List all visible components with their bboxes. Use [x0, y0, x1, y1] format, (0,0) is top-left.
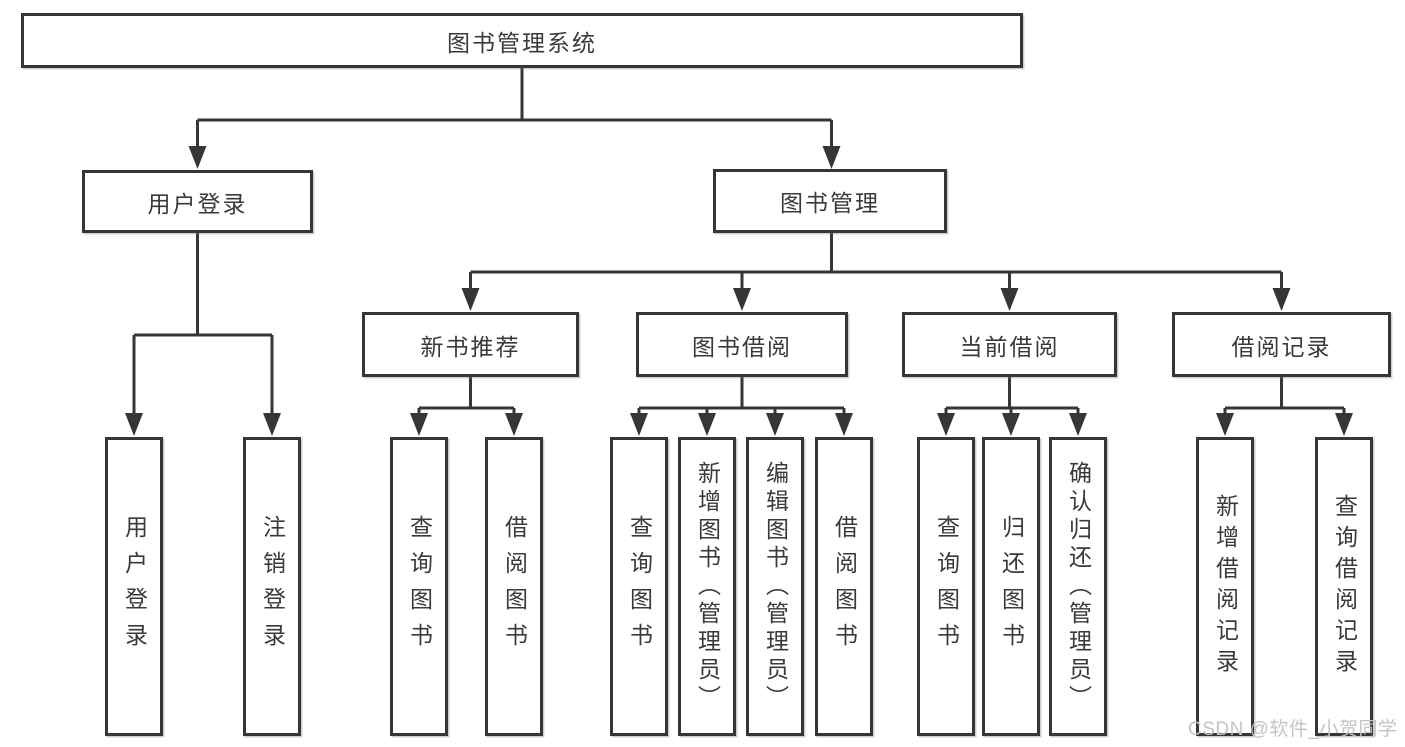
node-book-management: 图书管理	[713, 169, 947, 233]
node-query-borrow-record: 查询借阅记录	[1315, 437, 1373, 736]
node-user-login: 用户登录	[82, 170, 313, 233]
node-label: 注销登录	[259, 514, 286, 659]
node-borrow-books-2: 借阅图书	[815, 437, 873, 736]
node-library-system-root: 图书管理系统	[21, 13, 1023, 68]
node-label: 图书管理	[780, 190, 880, 216]
node-label: 新增借阅记录	[1212, 493, 1239, 680]
node-label: 图书借阅	[692, 333, 792, 360]
node-label: 归还图书	[998, 514, 1025, 659]
node-label: 查询借阅记录	[1331, 493, 1358, 680]
node-return-books: 归还图书	[982, 437, 1040, 736]
node-query-books-2: 查询图书	[610, 437, 668, 736]
node-book-borrowing: 图书借阅	[636, 312, 848, 377]
node-logout: 注销登录	[243, 437, 301, 736]
node-label: 查询图书	[626, 514, 653, 659]
connector-new-book-recommendation	[417, 377, 516, 416]
node-label: 当前借阅	[959, 333, 1060, 360]
node-borrowing-records: 借阅记录	[1172, 312, 1391, 377]
node-user-login-leaf: 用户登录	[105, 437, 163, 736]
node-edit-book-admin: 编辑图书（管理员）	[746, 437, 804, 736]
node-query-books-3: 查询图书	[917, 437, 975, 736]
node-label: 用户登录	[147, 190, 248, 217]
node-label: 新增图书（管理员）	[694, 460, 721, 713]
connector-root	[196, 68, 833, 150]
connector-user-login	[132, 233, 274, 416]
node-label: 用户登录	[121, 514, 148, 659]
node-borrow-books-1: 借阅图书	[485, 437, 543, 736]
connector-book-borrowing	[637, 377, 846, 416]
csdn-watermark: CSDN @软件_小贺同学	[1188, 719, 1398, 740]
node-add-borrow-record: 新增借阅记录	[1196, 437, 1254, 736]
node-label: 图书管理系统	[447, 29, 597, 56]
node-add-book-admin: 新增图书（管理员）	[678, 437, 736, 736]
node-query-books-1: 查询图书	[390, 437, 448, 736]
node-label: 确认归还（管理员）	[1065, 460, 1092, 713]
node-label: 编辑图书（管理员）	[762, 460, 789, 713]
node-label: 借阅图书	[831, 514, 858, 659]
node-confirm-return-admin: 确认归还（管理员）	[1049, 437, 1107, 736]
node-label: 新书推荐	[420, 333, 521, 360]
node-label: 查询图书	[406, 514, 433, 659]
node-new-book-recommendation: 新书推荐	[362, 312, 579, 377]
node-label: 查询图书	[933, 514, 960, 659]
node-current-borrowing: 当前借阅	[902, 312, 1117, 377]
node-label: 借阅图书	[501, 514, 528, 659]
connector-borrowing-records	[1223, 377, 1346, 416]
connector-current-borrowing	[944, 377, 1080, 416]
node-label: 借阅记录	[1231, 333, 1332, 360]
connector-book-management	[469, 233, 1283, 291]
